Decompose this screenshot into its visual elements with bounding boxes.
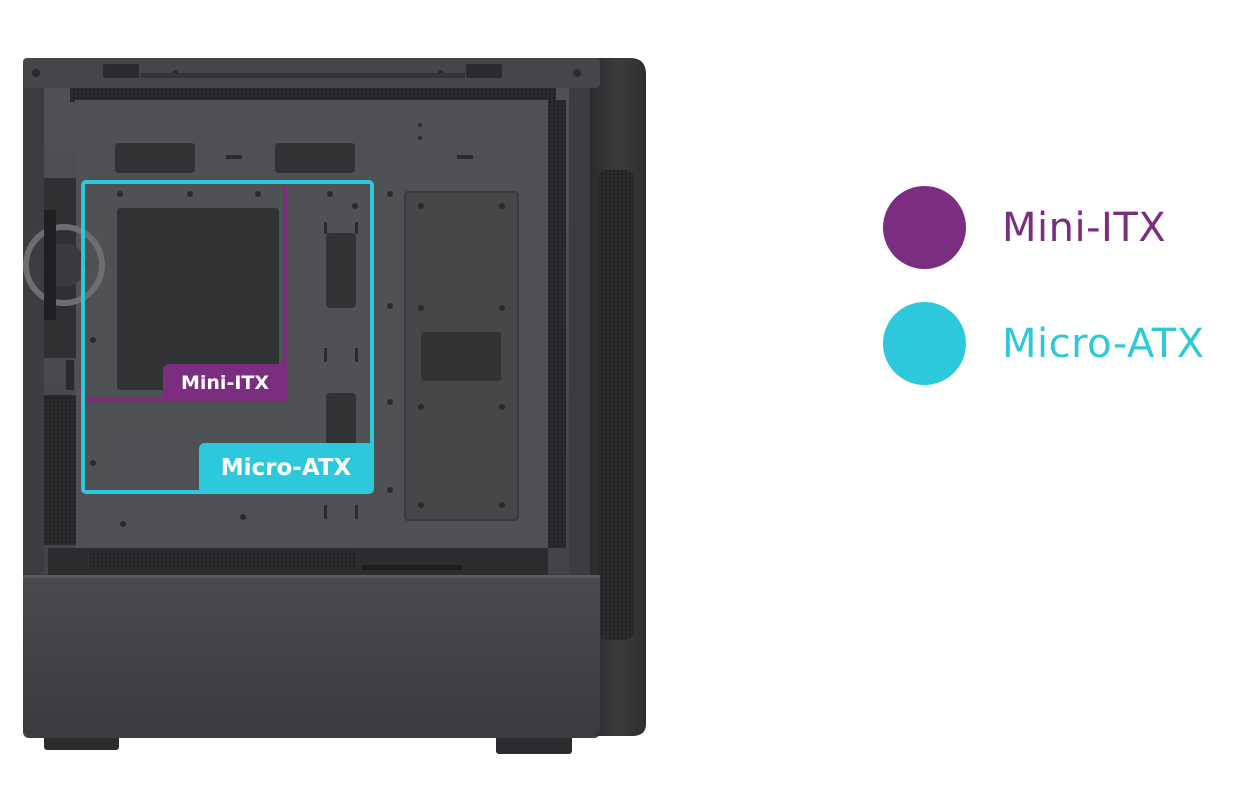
- mini-itx-overlay-tag: Mini-ITX: [163, 364, 287, 401]
- micro-atx-overlay-tag: Micro-ATX: [199, 443, 373, 493]
- front-mesh: [598, 170, 634, 640]
- legend-item-mini-itx: Mini-ITX: [883, 186, 1166, 269]
- mini-itx-outline: [86, 185, 287, 402]
- mini-itx-color-dot: [883, 186, 966, 269]
- legend-label-mini-itx: Mini-ITX: [1002, 204, 1167, 251]
- psu-shroud: [23, 575, 600, 733]
- legend-label-micro-atx: Micro-ATX: [1002, 320, 1205, 367]
- cpu-cutout: [117, 208, 279, 390]
- legend-item-micro-atx: Micro-ATX: [883, 302, 1205, 385]
- micro-atx-color-dot: [883, 302, 966, 385]
- rear-fan: [23, 224, 105, 306]
